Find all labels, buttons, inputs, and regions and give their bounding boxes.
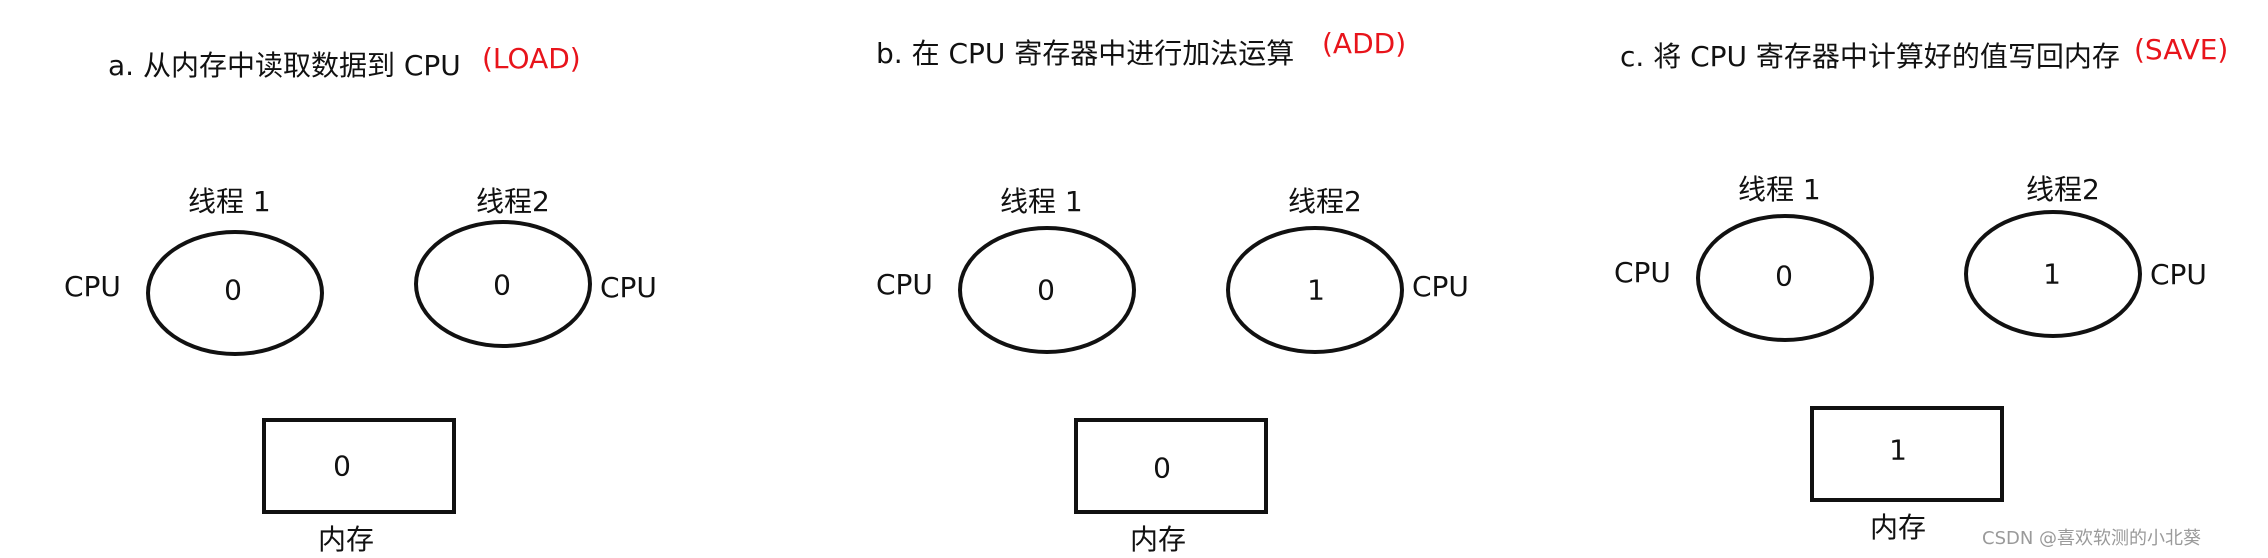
watermark: CSDN @喜欢软测的小北葵	[1982, 528, 2202, 549]
cpu-label-left: CPU	[876, 268, 933, 301]
memory-value: 0	[1153, 451, 1171, 485]
operation-tag: (ADD)	[1322, 27, 1407, 60]
cpu-label-right: CPU	[2150, 258, 2207, 291]
panel-title: a. 从内存中读取数据到 CPU	[108, 49, 461, 82]
thread1-register	[1696, 214, 1874, 342]
memory-label: 内存	[1870, 511, 1927, 544]
memory-value: 1	[1889, 433, 1907, 467]
memory-box	[1074, 418, 1268, 514]
thread2-value: 1	[1307, 273, 1325, 307]
thread1-register	[146, 230, 324, 356]
memory-label: 内存	[318, 523, 375, 556]
panel-title: c. 将 CPU 寄存器中计算好的值写回内存	[1620, 40, 2120, 73]
cpu-label-right: CPU	[600, 271, 657, 304]
thread2-register	[414, 220, 592, 348]
memory-box	[262, 418, 456, 514]
thread2-label: 线程2	[476, 185, 550, 218]
thread1-label: 线程 1	[1738, 173, 1821, 206]
thread2-register	[1226, 226, 1404, 354]
cpu-label-right: CPU	[1412, 270, 1469, 303]
cpu-label-left: CPU	[64, 270, 121, 303]
thread2-label: 线程2	[1288, 185, 1362, 218]
thread1-label: 线程 1	[1000, 185, 1083, 218]
thread1-value: 0	[224, 273, 242, 307]
thread1-label: 线程 1	[188, 185, 271, 218]
memory-label: 内存	[1130, 523, 1187, 556]
thread2-register	[1964, 210, 2142, 338]
thread2-value: 0	[493, 268, 511, 302]
memory-box	[1810, 406, 2004, 502]
thread2-label: 线程2	[2026, 173, 2100, 206]
operation-tag: (SAVE)	[2134, 33, 2229, 66]
cpu-label-left: CPU	[1614, 256, 1671, 289]
panel-title: b. 在 CPU 寄存器中进行加法运算	[876, 37, 1295, 70]
memory-value: 0	[333, 449, 351, 483]
thread1-value: 0	[1037, 273, 1055, 307]
thread2-value: 1	[2043, 257, 2061, 291]
thread1-register	[958, 226, 1136, 354]
thread1-value: 0	[1775, 259, 1793, 293]
operation-tag: (LOAD)	[482, 42, 581, 75]
